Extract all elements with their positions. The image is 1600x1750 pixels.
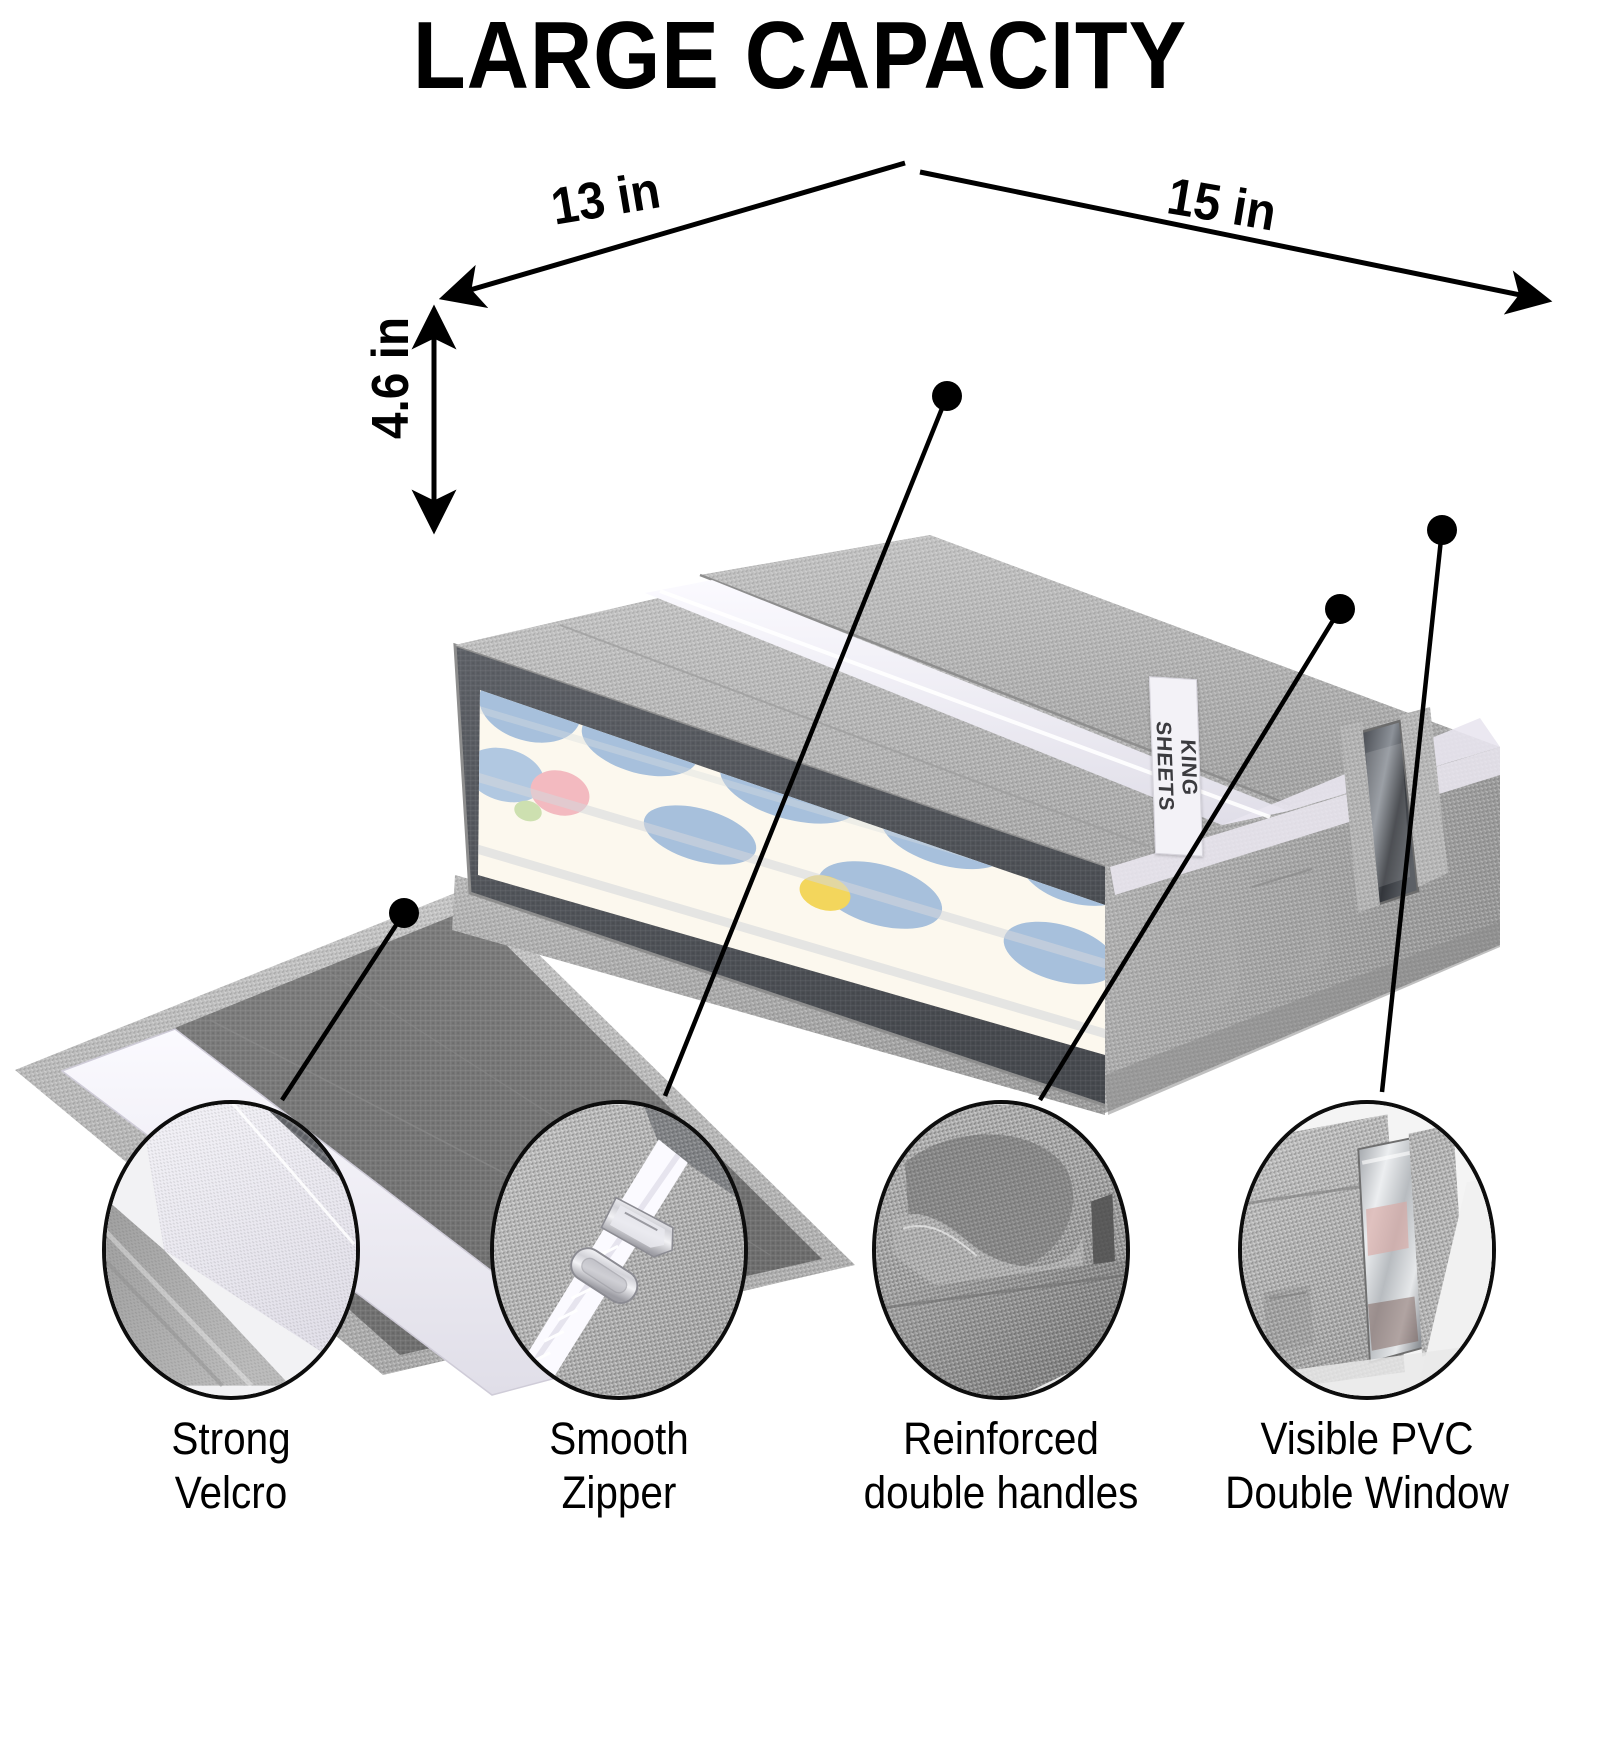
- feature-caption-handles: Reinforced double handles: [831, 1412, 1171, 1520]
- feature-caption-velcro: Strong Velcro: [61, 1412, 401, 1520]
- feature-zipper: Smooth Zipper: [490, 1100, 748, 1518]
- page-title: LARGE CAPACITY: [412, 2, 1188, 109]
- product-illustration: KING SHEETS: [0, 150, 1600, 1396]
- king-sheets-label-tag: KING SHEETS: [1148, 676, 1204, 857]
- velcro-strip-icon: [102, 1100, 360, 1400]
- dimension-label-height: 4.6 in: [362, 316, 420, 440]
- caption-line-2: Zipper: [561, 1467, 677, 1518]
- caption-line-1: Strong: [171, 1413, 291, 1464]
- feature-caption-window: Visible PVC Double Window: [1197, 1412, 1537, 1520]
- handle-loop-icon: [872, 1100, 1130, 1400]
- feature-caption-zipper: Smooth Zipper: [449, 1412, 789, 1520]
- caption-line-1: Reinforced: [903, 1413, 1099, 1464]
- tag-line-2: SHEETS: [1151, 719, 1178, 812]
- caption-line-1: Visible PVC: [1260, 1413, 1474, 1464]
- caption-line-2: Velcro: [174, 1467, 288, 1518]
- infographic-canvas: LARGE CAPACITY: [0, 2, 1600, 1518]
- feature-velcro: Strong Velcro: [102, 1100, 360, 1518]
- caption-line-2: Double Window: [1225, 1467, 1509, 1518]
- caption-line-1: Smooth: [549, 1413, 689, 1464]
- pvc-window-icon: [1238, 1100, 1496, 1400]
- tag-line-1: KING: [1176, 738, 1201, 797]
- feature-handles: Reinforced double handles: [864, 1100, 1138, 1518]
- zipper-pull-icon: [490, 1100, 748, 1400]
- feature-window: Visible PVC Double Window: [1225, 1100, 1509, 1518]
- caption-line-2: double handles: [863, 1467, 1139, 1518]
